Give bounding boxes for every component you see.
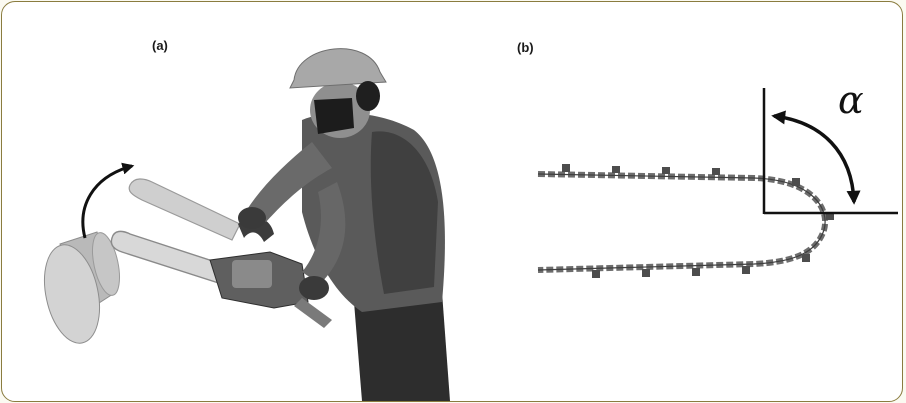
ear-muff — [356, 81, 380, 111]
angle-arc — [774, 116, 854, 202]
angle-alpha-symbol: α — [838, 78, 864, 122]
kickback-arrow — [83, 166, 132, 238]
panel-a-illustration — [36, 49, 450, 401]
face-shield — [314, 98, 354, 134]
saw-chain — [538, 174, 825, 270]
log — [36, 230, 124, 348]
kickback-bar-ghost — [129, 179, 240, 240]
